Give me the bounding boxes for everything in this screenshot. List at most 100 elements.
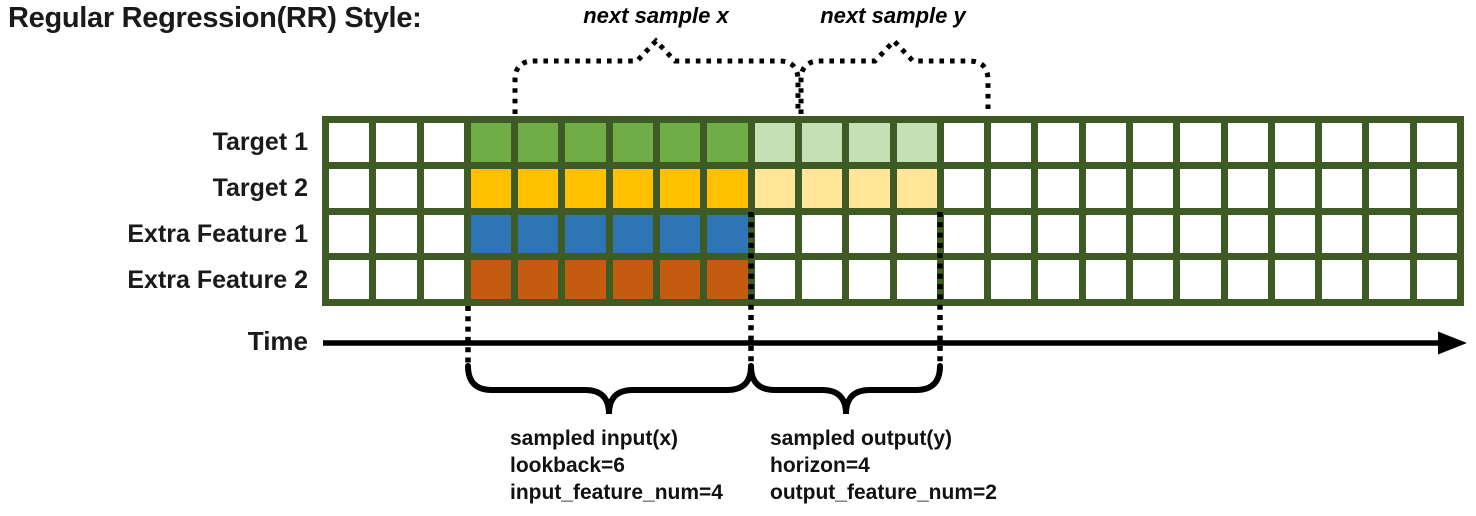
grid-cell bbox=[1274, 123, 1316, 162]
grid-cell bbox=[1274, 214, 1316, 254]
grid-cell bbox=[1085, 123, 1126, 162]
grid-cell bbox=[423, 214, 464, 254]
time-axis-arrowhead bbox=[1438, 331, 1467, 355]
grid-cell bbox=[1085, 168, 1126, 208]
grid-cell bbox=[1322, 123, 1363, 162]
sampled-output-brace bbox=[748, 363, 943, 415]
grid-cell bbox=[896, 260, 937, 299]
grid-cell bbox=[849, 168, 890, 208]
grid-cell bbox=[707, 214, 748, 254]
grid-cell bbox=[1180, 168, 1221, 208]
grid-cell bbox=[1416, 214, 1457, 254]
grid-cell bbox=[754, 260, 795, 299]
horizon-value: horizon=4 bbox=[770, 454, 870, 477]
grid-cell bbox=[565, 168, 606, 208]
grid-cell bbox=[943, 123, 985, 162]
grid-cell bbox=[707, 123, 748, 162]
grid-cell bbox=[329, 123, 370, 162]
grid-cell bbox=[707, 260, 748, 299]
grid-cell bbox=[1180, 260, 1221, 299]
timeseries-grid bbox=[322, 116, 1464, 306]
grid-cell bbox=[565, 214, 606, 254]
next-sample-y-brace bbox=[798, 37, 991, 114]
row-label-target-2: Target 2 bbox=[212, 174, 308, 202]
grid-cell bbox=[754, 168, 795, 208]
grid-cell bbox=[1369, 123, 1410, 162]
grid-cell bbox=[423, 168, 464, 208]
grid-cell bbox=[1038, 260, 1079, 299]
lookback-value: lookback=6 bbox=[510, 454, 625, 477]
grid-cell bbox=[1038, 214, 1079, 254]
grid-cell bbox=[991, 260, 1032, 299]
grid-cell bbox=[1085, 260, 1126, 299]
grid-cell bbox=[1085, 214, 1126, 254]
grid-cell bbox=[896, 123, 937, 162]
grid-cell bbox=[329, 168, 370, 208]
grid-cell bbox=[423, 260, 464, 299]
grid-cell bbox=[943, 168, 985, 208]
grid-cell bbox=[1227, 214, 1268, 254]
grid-cell bbox=[423, 123, 464, 162]
row-label-extra-feature-1: Extra Feature 1 bbox=[127, 220, 308, 248]
grid-cell bbox=[376, 260, 417, 299]
grid-cell bbox=[1180, 214, 1221, 254]
grid-cell bbox=[1274, 168, 1316, 208]
grid-cell bbox=[612, 123, 654, 162]
grid-cell bbox=[1227, 168, 1268, 208]
grid-cell bbox=[660, 260, 701, 299]
grid-cell bbox=[329, 214, 370, 254]
grid-cell bbox=[612, 168, 654, 208]
grid-cell bbox=[896, 168, 937, 208]
grid-cell bbox=[1416, 123, 1457, 162]
grid-cell bbox=[1322, 168, 1363, 208]
grid-cell bbox=[470, 214, 512, 254]
grid-cell bbox=[849, 123, 890, 162]
grid-cell bbox=[754, 214, 795, 254]
grid-cell bbox=[943, 214, 985, 254]
grid-cell bbox=[801, 214, 843, 254]
grid-cell bbox=[470, 260, 512, 299]
output-feature-num-value: output_feature_num=2 bbox=[770, 481, 997, 504]
grid-cell bbox=[849, 260, 890, 299]
grid-cell bbox=[470, 123, 512, 162]
grid-cell bbox=[1322, 214, 1363, 254]
grid-cell bbox=[943, 260, 985, 299]
sampled-output-annotation: sampled output(y) horizon=4 output_featu… bbox=[770, 425, 997, 506]
grid-cell bbox=[1038, 168, 1079, 208]
row-label-target-1: Target 1 bbox=[212, 128, 308, 156]
grid-cell bbox=[896, 214, 937, 254]
grid-cell bbox=[991, 168, 1032, 208]
grid-cell bbox=[376, 168, 417, 208]
grid-cell bbox=[518, 168, 559, 208]
next-sample-x-brace bbox=[512, 37, 801, 114]
next-sample-y-label: next sample y bbox=[820, 3, 966, 28]
grid-cell bbox=[1416, 260, 1457, 299]
grid-cell bbox=[376, 214, 417, 254]
grid-cell bbox=[1227, 260, 1268, 299]
grid-cell bbox=[1274, 260, 1316, 299]
grid-cell bbox=[518, 260, 559, 299]
sampled-input-title: sampled input(x) bbox=[510, 427, 679, 450]
grid-cell bbox=[518, 123, 559, 162]
grid-cell bbox=[1038, 123, 1079, 162]
diagram-title: Regular Regression(RR) Style: bbox=[8, 2, 422, 34]
sampled-output-title: sampled output(y) bbox=[770, 427, 952, 450]
grid-cell bbox=[849, 214, 890, 254]
grid-cell bbox=[1227, 123, 1268, 162]
grid-cell bbox=[754, 123, 795, 162]
grid-cell bbox=[612, 214, 654, 254]
grid-cell bbox=[329, 260, 370, 299]
grid-cell bbox=[801, 260, 843, 299]
grid-cell bbox=[801, 168, 843, 208]
row-label-extra-feature-2: Extra Feature 2 bbox=[127, 266, 308, 294]
grid-cell bbox=[1369, 214, 1410, 254]
grid-cell bbox=[518, 214, 559, 254]
grid-cell bbox=[612, 260, 654, 299]
grid-cell bbox=[660, 214, 701, 254]
grid-cell bbox=[660, 168, 701, 208]
grid-cell bbox=[1132, 260, 1174, 299]
grid-cell bbox=[376, 123, 417, 162]
grid-cell bbox=[565, 260, 606, 299]
next-sample-x-label: next sample x bbox=[583, 3, 729, 28]
